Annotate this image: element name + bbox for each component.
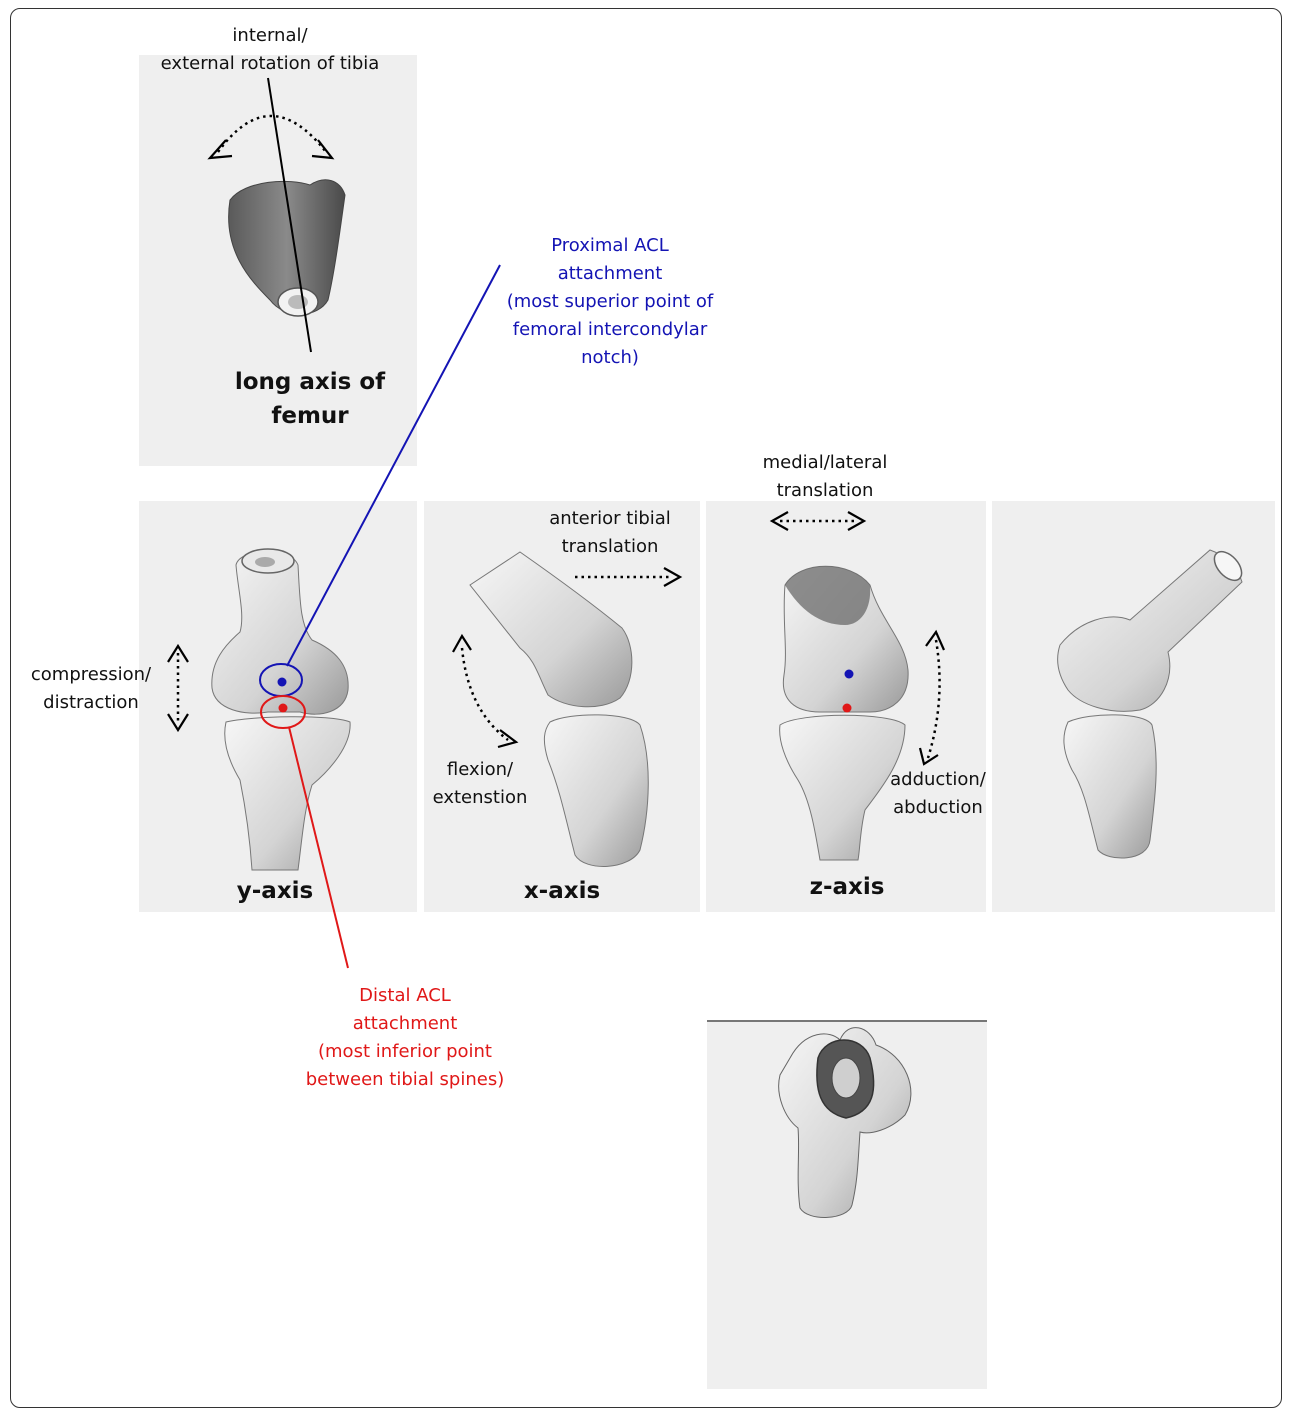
proximal-label-line4: femoral intercondylar <box>490 316 730 344</box>
rotation-label: internal/ external rotation of tibia <box>150 22 390 78</box>
z-distal-dot <box>843 704 852 713</box>
adduction-label-line1: adduction/ <box>878 766 998 794</box>
long-axis-label-line1: long axis of <box>220 365 400 399</box>
tibia-axial-bone <box>779 1028 911 1218</box>
flexion-label-line1: flexion/ <box>420 756 540 784</box>
proximal-label-line1: Proximal ACL <box>490 232 730 260</box>
compression-label-line2: distraction <box>16 689 166 717</box>
knee-sagittal-bone <box>470 552 648 866</box>
anterior-label-line1: anterior tibial <box>530 505 690 533</box>
distal-label-line2: attachment <box>285 1010 525 1038</box>
rotation-label-line1: internal/ <box>150 22 390 50</box>
long-axis-label-line2: femur <box>220 399 400 433</box>
distal-marker-dot <box>279 704 288 713</box>
z-axis-label: z-axis <box>787 870 907 904</box>
adduction-label-line2: abduction <box>878 794 998 822</box>
distal-label-line3: (most inferior point <box>285 1038 525 1066</box>
compression-label: compression/ distraction <box>16 661 166 717</box>
anterior-label-line2: translation <box>530 533 690 561</box>
adduction-arrow <box>928 640 940 758</box>
medial-lateral-label: medial/lateral translation <box>740 449 910 505</box>
proximal-acl-label: Proximal ACL attachment (most superior p… <box>490 232 730 372</box>
rotation-arrowhead-right <box>312 140 332 158</box>
x-axis-label: x-axis <box>502 874 622 908</box>
proximal-leader-line <box>287 265 500 666</box>
anterior-translation-label: anterior tibial translation <box>530 505 690 561</box>
rotation-label-line2: external rotation of tibia <box>150 50 390 78</box>
knee-lateral-bone <box>1058 547 1247 858</box>
y-axis-text: y-axis <box>215 874 335 908</box>
distal-label-line1: Distal ACL <box>285 982 525 1010</box>
adduction-label: adduction/ abduction <box>878 766 998 822</box>
medial-label-line2: translation <box>740 477 910 505</box>
distal-acl-label: Distal ACL attachment (most inferior poi… <box>285 982 525 1094</box>
long-axis-label: long axis of femur <box>220 365 400 433</box>
x-axis-text: x-axis <box>502 874 622 908</box>
proximal-marker-dot <box>278 678 287 687</box>
z-axis-text: z-axis <box>787 870 907 904</box>
flexion-label: flexion/ extenstion <box>420 756 540 812</box>
y-axis-label: y-axis <box>215 874 335 908</box>
proximal-label-line2: attachment <box>490 260 730 288</box>
rotation-arrow <box>218 116 326 152</box>
proximal-label-line5: notch) <box>490 344 730 372</box>
medial-label-line1: medial/lateral <box>740 449 910 477</box>
rotation-arrowhead-left <box>210 140 232 158</box>
proximal-label-line3: (most superior point of <box>490 288 730 316</box>
distal-label-line4: between tibial spines) <box>285 1066 525 1094</box>
z-proximal-dot <box>845 670 854 679</box>
compression-label-line1: compression/ <box>16 661 166 689</box>
flexion-arrow <box>462 648 508 740</box>
flexion-label-line2: extenstion <box>420 784 540 812</box>
